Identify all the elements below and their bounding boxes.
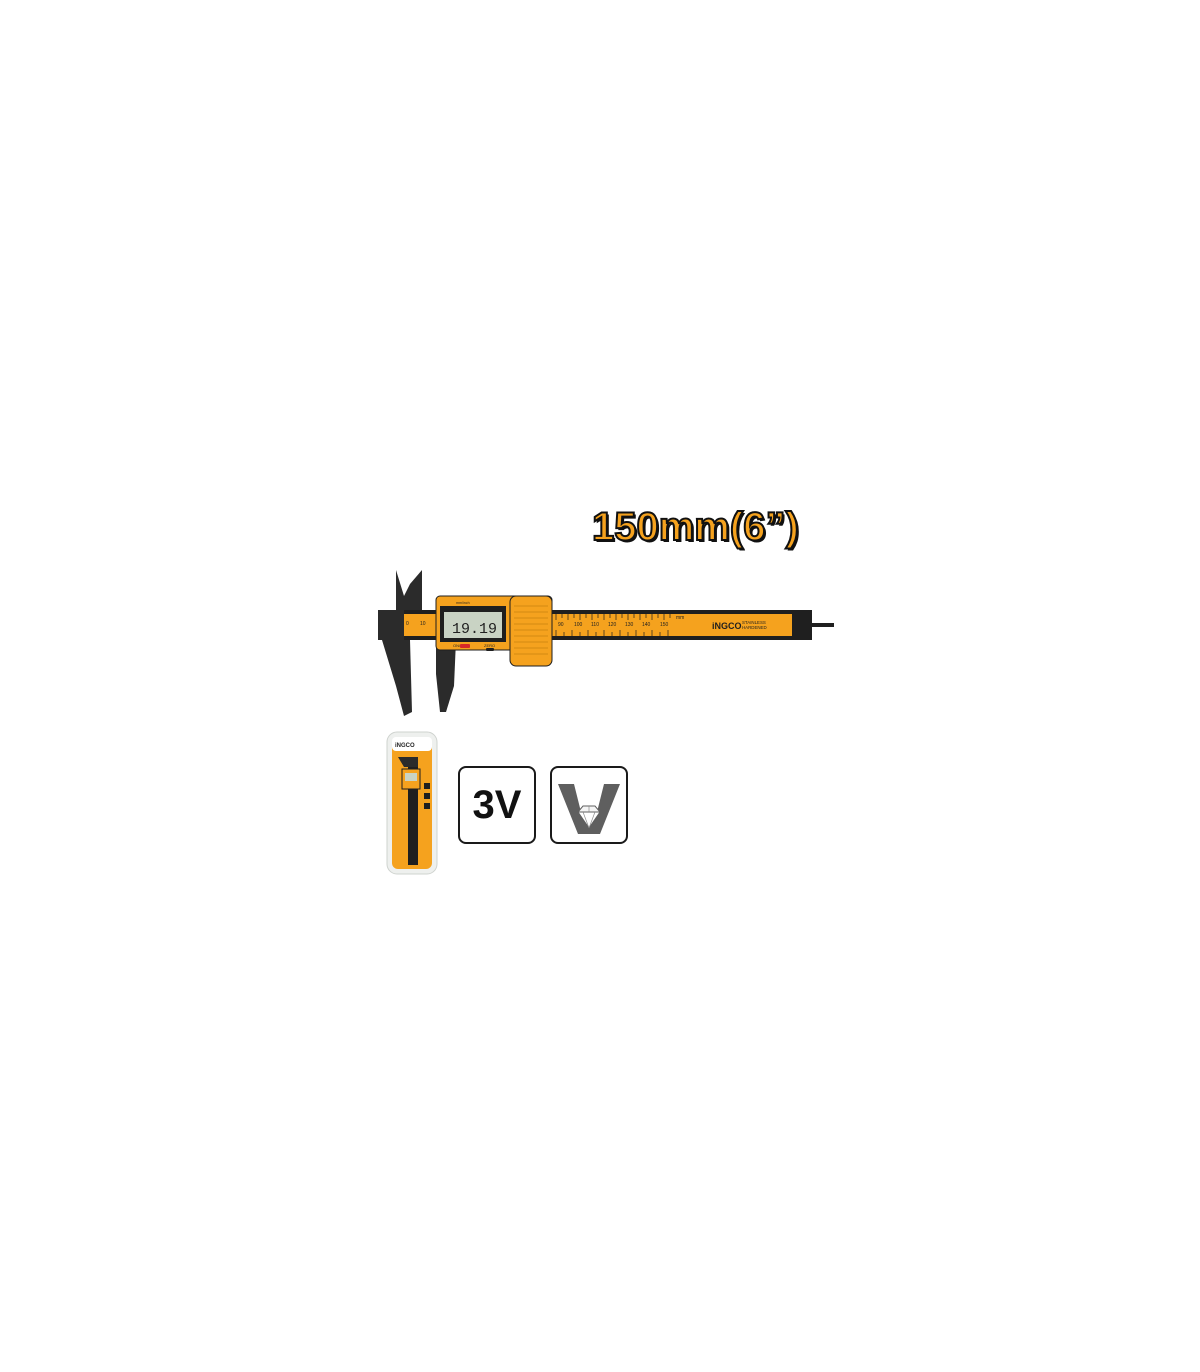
package-feature-icon — [424, 793, 430, 799]
lower-fixed-jaw — [378, 610, 412, 716]
package-image: iNGCO — [386, 731, 438, 875]
scale-tick-label: 90 — [558, 622, 564, 628]
scale-tick-label: 100 — [574, 622, 583, 628]
package-feature-icon — [424, 803, 430, 809]
package-caliper-lcd — [405, 773, 417, 781]
scale-tick-label: 120 — [608, 622, 617, 628]
package-caliper-jaw — [398, 757, 418, 767]
scale-tick-label: 140 — [642, 622, 651, 628]
digital-caliper-image: 0 10 90 100 110 120 130 140 150 mm iNGCO… — [378, 570, 834, 716]
diamond-hardness-icon — [558, 784, 620, 834]
blade-brand: iNGCO — [712, 621, 742, 631]
caliper-scale-ticks — [555, 614, 671, 636]
blade-text-stainless: STAINLESS — [742, 620, 766, 625]
voltage-label: 3V — [472, 783, 522, 827]
scale-tick-label: 150 — [660, 622, 669, 628]
display-header: mm/inch — [456, 601, 470, 605]
upper-fixed-jaw — [396, 570, 422, 610]
scale-tick-label: 10 — [420, 621, 426, 627]
size-label: 150mm(6”) — [591, 504, 800, 550]
diamond-icon — [576, 805, 602, 829]
lcd-screen — [444, 612, 502, 638]
blade-text-hardened: HARDENED — [742, 625, 767, 630]
depth-rod — [808, 623, 834, 627]
package-header — [392, 737, 432, 751]
package-brand: iNGCO — [395, 743, 415, 749]
hardened-feature-box — [550, 766, 628, 844]
voltage-feature-box: 3V — [458, 766, 536, 844]
scale-tick-label: 110 — [591, 622, 599, 628]
package-caliper-beam — [408, 757, 418, 865]
scale-tick-label: 130 — [625, 622, 634, 628]
zero-button — [486, 648, 494, 651]
zero-button-label: ZERO — [484, 643, 495, 648]
scale-unit-label: mm — [676, 615, 684, 621]
package-feature-icon — [424, 783, 430, 789]
scale-tick-label: 0 — [406, 621, 409, 627]
power-button — [460, 644, 470, 648]
lcd-reading: 19.19 — [452, 621, 497, 638]
lower-sliding-jaw — [436, 640, 456, 712]
